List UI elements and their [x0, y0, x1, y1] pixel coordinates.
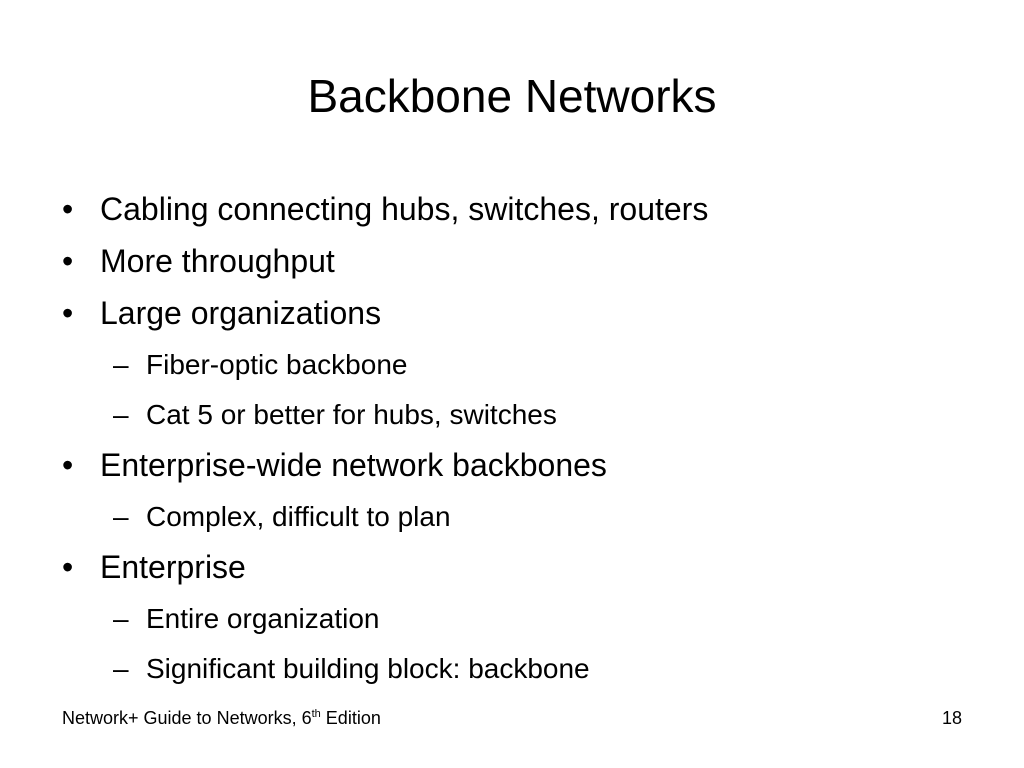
bullet-marker: •: [62, 549, 74, 585]
sub-bullet-marker: –: [113, 349, 129, 380]
sub-bullet-marker: –: [113, 501, 129, 532]
footer-title-text: Network+ Guide to Networks, 6: [62, 708, 312, 728]
bullet-marker: •: [62, 191, 74, 227]
sub-bullet-marker: –: [113, 399, 129, 430]
sub-bullet-text: Complex, difficult to plan: [146, 501, 451, 532]
footer-edition-text: Edition: [320, 708, 381, 728]
sub-bullet-marker: –: [113, 603, 129, 634]
bullet-text: Cabling connecting hubs, switches, route…: [100, 191, 709, 227]
footer-edition-superscript: th: [311, 708, 321, 720]
bullet-text: More throughput: [100, 243, 335, 279]
page-number: 18: [941, 708, 962, 728]
bullet-marker: •: [62, 295, 74, 331]
sub-bullet-text: Fiber-optic backbone: [146, 349, 408, 380]
bullet-marker: •: [62, 447, 74, 483]
sub-bullet-text: Cat 5 or better for hubs, switches: [146, 399, 557, 430]
bullet-text: Enterprise: [100, 549, 246, 585]
slide-title: Backbone Networks: [307, 70, 717, 122]
sub-bullet-text: Entire organization: [146, 603, 380, 634]
sub-bullet-marker: –: [113, 653, 129, 684]
footer-book-title: Network+ Guide to Networks, 6th Edition: [62, 706, 381, 730]
sub-bullet-text: Significant building block: backbone: [146, 653, 590, 684]
bullet-text: Large organizations: [100, 295, 382, 331]
bullet-marker: •: [62, 243, 74, 279]
bullet-text: Enterprise-wide network backbones: [100, 447, 607, 483]
